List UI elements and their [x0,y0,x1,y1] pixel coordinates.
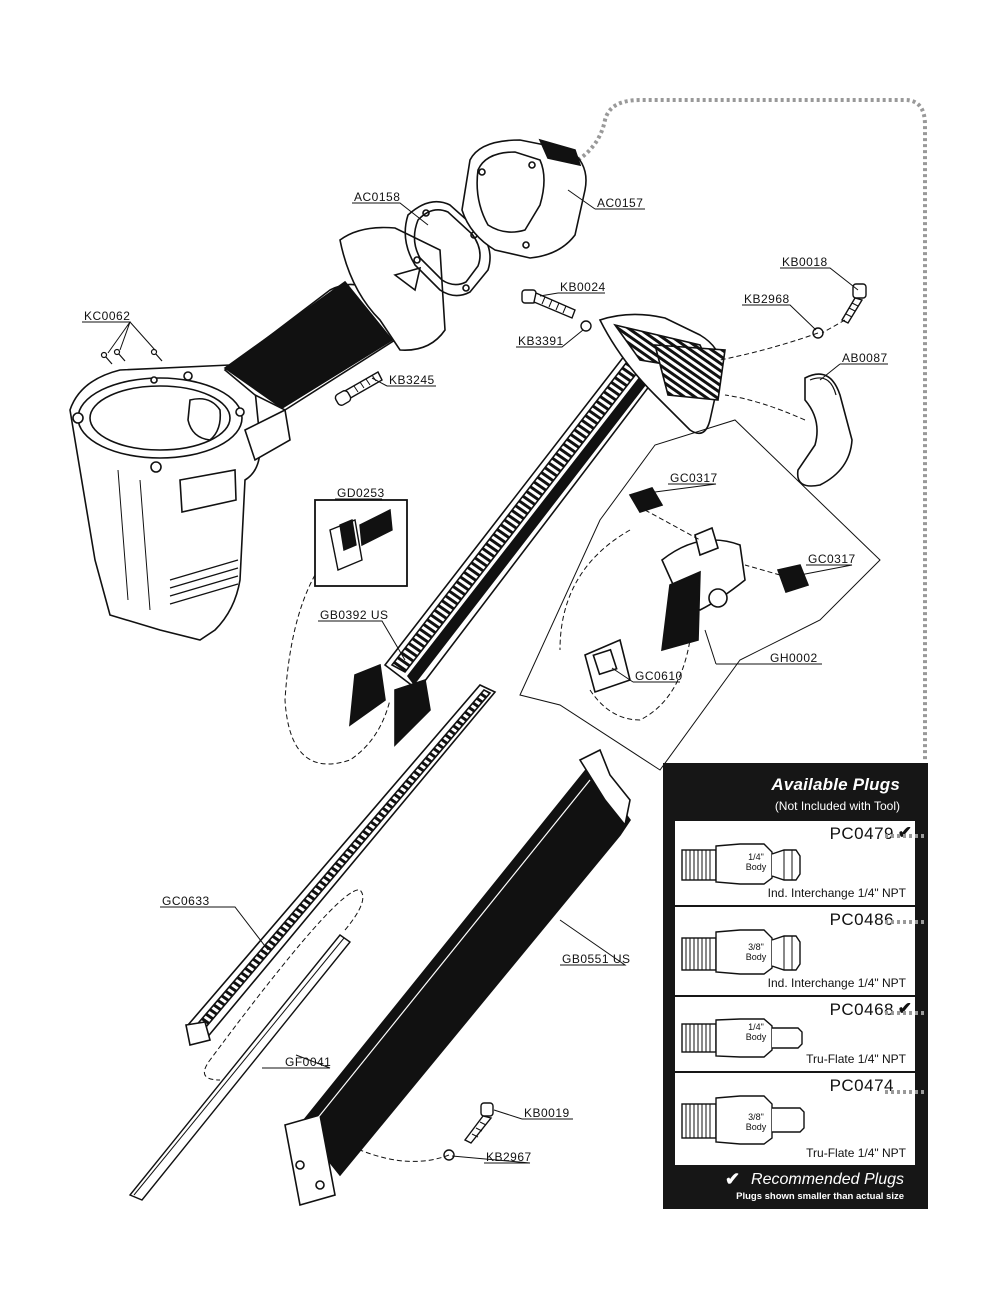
screw-kb0019 [463,1102,494,1144]
part-label-gc0317-right: GC0317 [808,552,856,566]
plug-illustration-icon [681,929,801,975]
part-label-kb0019: KB0019 [524,1106,570,1120]
part-label-ac0157: AC0157 [597,196,644,210]
plug-body-size: 3/8"Body [745,1112,767,1132]
housing-body [69,364,262,641]
cylinder-cap-ac0157 [461,138,587,259]
plug-card-pc0486: PC0486 3/8"Body Ind. Interchange 1/4" NP… [675,907,915,995]
part-label-ab0087: AB0087 [842,351,888,365]
plug-card-pc0474: PC0474 3/8"Body Tru-Flate 1/4" NPT [675,1073,915,1165]
washer-kb3391 [580,320,592,332]
assembly-outline-gh0002 [519,419,881,771]
plug-card-pc0468: PC0468 ✔ 1/4"Body Tru-Flate 1/4" NPT [675,997,915,1071]
part-label-kb0024: KB0024 [560,280,606,294]
trigger-valve-assembly [628,487,810,652]
plug-code: PC0486 [829,910,894,929]
part-label-gh0002: GH0002 [770,651,818,665]
part-label-kb3245: KB3245 [389,373,435,387]
plug-code: PC0474 [829,1076,894,1095]
part-label-gd0253: GD0253 [337,486,385,500]
label-leader-lines [82,189,888,1164]
plug-code: PC0468 [829,1000,894,1019]
grip-section [223,226,446,462]
plug-dotted-connectors [885,834,925,1094]
plug-body-size: 1/4"Body [745,1022,767,1042]
plugs-panel-title: Available Plugs [771,775,900,794]
part-label-kb2968: KB2968 [744,292,790,306]
part-label-gc0610: GC0610 [635,669,683,683]
air-hose-dotted-line [576,98,927,760]
available-plugs-panel: Available Plugs (Not Included with Tool)… [663,763,928,1209]
pusher-gf0041 [128,934,352,1201]
part-label-kb2967: KB2967 [486,1150,532,1164]
part-label-gb0392: GB0392 US [320,608,389,622]
recommended-check-icon: ✔ [725,1169,741,1189]
screw-kb3245 [334,371,383,406]
trigger-ab0087 [796,373,853,487]
recommended-plugs-label: Recommended Plugs [751,1171,904,1188]
plugs-panel-subtitle: (Not Included with Tool) [774,799,900,813]
plug-description: Ind. Interchange 1/4" NPT [767,976,906,990]
screw-kb0018 [841,283,867,324]
part-label-gb0551: GB0551 US [562,952,631,966]
inset-box-gd0253 [314,499,408,587]
recommended-check-icon: ✔ [897,823,912,842]
dashed-connectors [203,319,846,1162]
plug-description: Tru-Flate 1/4" NPT [806,1052,906,1066]
magazine-gb0551 [284,748,631,1207]
plug-illustration-icon [681,1018,803,1058]
gasket-ac0158 [404,200,491,297]
plug-body-size: 3/8"Body [745,942,767,962]
magazine-rail-gb0392 [349,313,726,747]
plug-body-size: 1/4"Body [745,852,767,872]
plugs-size-note: Plugs shown smaller than actual size [736,1191,904,1202]
rail-gc0633 [185,684,497,1046]
plug-illustration-icon [681,1095,805,1145]
part-label-kb0018: KB0018 [782,255,828,269]
screw-kb0024 [521,289,576,319]
plug-code: PC0479 [829,824,894,843]
part-label-gc0633: GC0633 [162,894,210,908]
part-label-kc0062: KC0062 [84,309,131,323]
plug-description: Ind. Interchange 1/4" NPT [767,886,906,900]
part-label-gc0317-top: GC0317 [670,471,718,485]
bracket-gc0610 [584,638,631,694]
recommended-check-icon: ✔ [897,999,912,1018]
plug-illustration-icon [681,843,801,885]
plug-description: Tru-Flate 1/4" NPT [806,1146,906,1160]
screws-kc0062 [100,348,163,365]
plug-card-pc0479: PC0479 ✔ 1/4"Body Ind. Interchange 1/4" … [675,821,915,905]
part-label-gf0041: GF0041 [285,1055,332,1069]
part-label-ac0158: AC0158 [354,190,401,204]
part-label-kb3391: KB3391 [518,334,564,348]
